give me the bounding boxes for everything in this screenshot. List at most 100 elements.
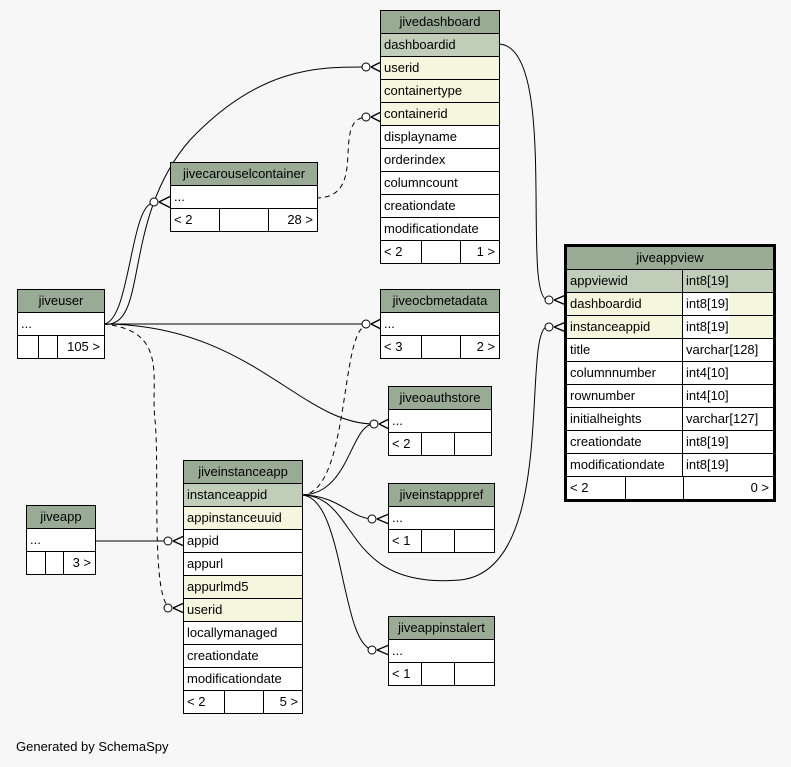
column-ellipsis: ... <box>392 413 403 428</box>
footer-spacer <box>39 336 58 358</box>
children-count <box>455 530 494 552</box>
column-creationdate: creationdate <box>187 648 259 663</box>
crowfoot-circle <box>369 419 379 429</box>
table-title: jiveinstapppref <box>389 484 494 507</box>
edge-jiveuser-jiveinstanceapp <box>102 323 173 609</box>
column-containerid: containerid <box>384 106 448 121</box>
table-title: jiveocbmetadata <box>381 290 499 313</box>
footer-spacer <box>422 433 455 455</box>
column-modificationdate: modificationdate <box>187 671 282 686</box>
edge-jiveinstanceapp-jiveappview <box>300 325 549 582</box>
parents-count: < 2 <box>171 209 220 231</box>
column-title: title <box>567 339 683 361</box>
table-jiveapp[interactable]: jiveapp ... 3 > <box>26 505 96 575</box>
table-footer: < 2 0 > <box>567 477 773 499</box>
column-ellipsis: ... <box>392 510 403 525</box>
column-type: int8[19] <box>683 316 729 338</box>
table-jiveoauthstore[interactable]: jiveoauthstore ... < 2 <box>388 386 492 456</box>
crowfoot <box>370 111 382 123</box>
column-ellipsis: ... <box>174 189 185 204</box>
crowfoot-circle <box>367 645 377 655</box>
edge-jiveuser-jiveoauthstore <box>102 323 375 425</box>
children-count: 5 > <box>279 694 298 709</box>
parents-count: < 3 <box>381 336 422 358</box>
edge-jivedashboard-jiveappview <box>497 43 549 301</box>
footer-spacer <box>422 241 461 263</box>
edge-jiveuser-jivecarouselcontainer <box>102 202 154 325</box>
table-jiveinstanceapp[interactable]: jiveinstanceapp instanceappid appinstanc… <box>183 460 303 714</box>
column-type: int4[10] <box>686 365 729 380</box>
column-ellipsis: ... <box>392 643 403 658</box>
edge-jiveinstanceapp-jiveinstapppref <box>300 494 375 520</box>
table-jiveinstapppref[interactable]: jiveinstapppref ... < 1 <box>388 483 495 553</box>
children-count <box>455 663 494 685</box>
column-creationdate: creationdate <box>567 431 683 453</box>
table-footer: < 1 <box>389 663 494 685</box>
parents-count: < 1 <box>389 530 422 552</box>
crowfoot <box>172 602 185 614</box>
crowfoot-circle <box>149 197 159 207</box>
crowfoot-circle <box>361 319 371 329</box>
edge-jiveinstanceapp-jiveoauthstore <box>300 423 375 496</box>
footer-spacer <box>422 530 455 552</box>
column-locallymanaged: locallymanaged <box>187 625 278 640</box>
column-modificationdate: modificationdate <box>384 221 479 236</box>
table-footer: < 2 28 > <box>171 209 317 231</box>
table-jiveappview[interactable]: jiveappview appviewid int8[19] dashboard… <box>564 244 776 502</box>
table-jivecarouselcontainer[interactable]: jivecarouselcontainer ... < 2 28 > <box>170 162 318 232</box>
table-title: jivecarouselcontainer <box>171 163 317 186</box>
footer-spacer <box>220 209 269 231</box>
column-ellipsis: ... <box>384 316 395 331</box>
footer-spacer <box>626 477 684 499</box>
column-userid: userid <box>187 602 223 617</box>
table-jiveuser[interactable]: jiveuser ... 105 > <box>17 289 105 359</box>
column-dashboardid: dashboardid <box>384 37 456 52</box>
table-footer: < 2 <box>389 433 491 455</box>
column-appid: appid <box>187 533 219 548</box>
column-type: int8[19] <box>686 434 729 449</box>
column-type: int8[19] <box>686 457 729 472</box>
column-type: int8[19] <box>683 293 729 315</box>
table-title: jivedashboard <box>381 11 499 34</box>
table-jivedashboard[interactable]: jivedashboard dashboardid userid contain… <box>380 10 500 264</box>
table-footer: < 2 5 > <box>184 691 302 713</box>
column-orderindex: orderindex <box>384 152 446 167</box>
edge-jivecarouselcontainer-jivedashboard <box>315 116 367 199</box>
crowfoot <box>376 513 390 525</box>
crowfoot-circle <box>163 603 173 613</box>
table-footer: < 2 1 > <box>381 241 499 263</box>
parents-count <box>18 336 39 358</box>
column-containertype: containertype <box>384 83 463 98</box>
children-count: 28 > <box>287 212 313 227</box>
crowfoot-circle <box>367 514 377 524</box>
crowfoot-circle <box>544 322 554 332</box>
column-modificationdate: modificationdate <box>567 454 683 476</box>
children-count: 0 > <box>750 480 769 495</box>
column-type: varchar[127] <box>686 411 759 426</box>
edge-jiveinstanceapp-jiveocbmetadata <box>300 325 367 496</box>
crowfoot-circle <box>361 112 371 122</box>
column-columnnumber: columnnumber <box>567 362 683 384</box>
column-instanceappid: instanceappid <box>187 487 268 502</box>
footer-spacer <box>422 336 461 358</box>
edge-jiveuser-jivedashboard <box>102 66 367 325</box>
column-userid: userid <box>384 60 420 75</box>
column-appurl: appurl <box>187 556 224 571</box>
crowfoot <box>158 195 172 209</box>
column-initialheights: initialheights <box>567 408 683 430</box>
table-footer: 3 > <box>27 552 95 574</box>
children-count <box>455 433 491 455</box>
table-footer: < 1 <box>389 530 494 552</box>
column-appurlmd5: appurlmd5 <box>187 579 249 594</box>
crowfoot-circle <box>361 62 371 72</box>
table-title: jiveoauthstore <box>389 387 491 410</box>
column-type: int8[19] <box>686 273 729 288</box>
crowfoot <box>370 61 382 73</box>
generated-by-note: Generated by SchemaSpy <box>16 739 169 754</box>
table-jiveappinstalert[interactable]: jiveappinstalert ... < 1 <box>388 616 495 686</box>
crowfoot <box>378 418 390 430</box>
children-count: 1 > <box>476 244 495 259</box>
table-title: jiveappview <box>567 247 773 270</box>
table-jiveocbmetadata[interactable]: jiveocbmetadata ... < 3 2 > <box>380 289 500 359</box>
